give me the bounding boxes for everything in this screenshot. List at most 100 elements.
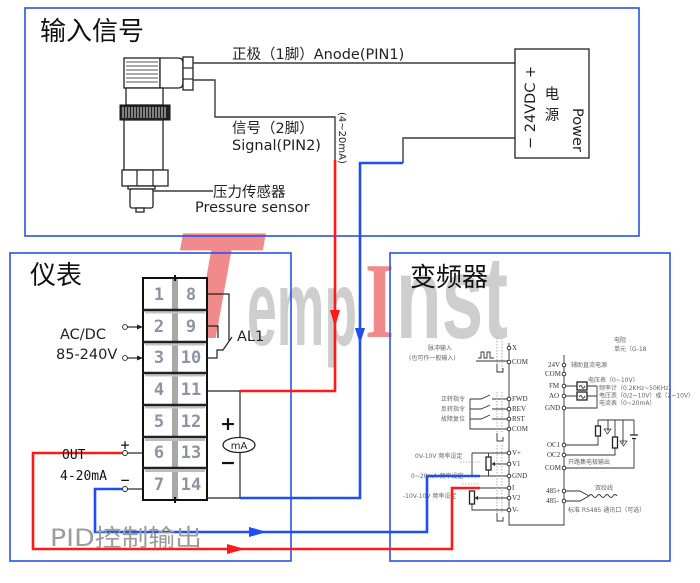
terminal-rev: REV	[512, 405, 526, 413]
vfd-schematic: 脉冲输入 (也可作一般输入) X COM 正转指令 反转指令 故障复位 FWD …	[403, 336, 694, 526]
watermark-letters-emp: emp	[247, 247, 357, 368]
power-negative-wire	[402, 137, 515, 163]
terminal-vminus: V-	[512, 506, 519, 514]
terminal-vplus: V+	[512, 449, 521, 457]
pid-positive-arrow	[227, 544, 245, 554]
watermark-letter-i: I	[365, 242, 394, 361]
fwd-label: 正转指令	[441, 395, 465, 403]
ammeter-unit: mA	[231, 441, 248, 452]
terminal-pulse-com: COM	[512, 358, 529, 366]
power-supply-box	[514, 48, 590, 159]
oc-output-label: 开路集电极输出	[568, 458, 610, 466]
terminal-4: 4	[154, 380, 164, 400]
terminal-24v: 24V	[548, 361, 560, 369]
supply-voltage-label: 85-240V	[56, 347, 117, 363]
power-voltage-label: − 24VDC +	[523, 66, 539, 149]
ammeter-icon	[222, 436, 256, 454]
supply-type-label: AC/DC	[60, 327, 106, 343]
signal-wire	[193, 79, 336, 161]
terminal-ao: AO	[549, 392, 559, 400]
power-name-cn-1: 电	[545, 86, 560, 103]
rs485-label: 标准 RS485 通讯口（可选）	[568, 506, 645, 514]
sensor-name-en: Pressure sensor	[195, 200, 310, 216]
pulse-input-note: (也可作一般输入)	[409, 354, 456, 362]
pulse-waveform-icon	[478, 351, 494, 359]
meter-section	[9, 252, 292, 562]
pulse-input-label: 脉冲输入	[428, 344, 452, 352]
alarm-relay-contacts	[207, 293, 233, 359]
input-plus-sign: +	[220, 413, 236, 435]
meter-note-1: 电压表（0~10V）	[588, 376, 639, 384]
terminal-6: 6	[154, 443, 164, 463]
current-range-label: (4~20mA)	[336, 112, 347, 164]
terminal-485-minus: 485-	[546, 497, 560, 505]
power-name-en: Power	[569, 108, 585, 152]
rev-switch	[470, 404, 509, 410]
terminal-fwd: FWD	[512, 395, 528, 403]
terminal-2: 2	[154, 317, 164, 337]
rst-switch	[470, 414, 509, 420]
braking-unit-note-1: 电阻	[614, 336, 626, 344]
twisted-pair-icon	[566, 490, 618, 502]
terminal-out-gnd: GND	[545, 404, 560, 412]
terminal-v2: V2	[512, 494, 521, 502]
vfd-title: 变频器	[410, 263, 488, 293]
return-arrow-down	[355, 328, 365, 344]
terminal-9: 9	[186, 317, 196, 337]
terminal-aux-com: COM	[545, 370, 562, 378]
output-plus-sign: +	[120, 436, 129, 454]
terminal-gnd: GND	[512, 472, 527, 480]
power-supply: − 24VDC + 电 源 Power	[514, 48, 590, 159]
terminal-5: 5	[154, 412, 164, 432]
terminal-v1: V1	[512, 460, 521, 468]
signal-arrow-down	[330, 310, 340, 327]
rst-label: 故障复位	[441, 415, 465, 423]
terminal-8: 8	[186, 285, 196, 305]
output-range-label: 4-20mA	[60, 469, 107, 484]
terminal-rst: RST	[512, 415, 526, 423]
signal-current-wire	[240, 160, 337, 393]
terminal-13: 13	[181, 443, 201, 463]
terminal-1: 1	[154, 285, 164, 305]
terminal-i: I	[512, 484, 515, 492]
terminal-di-com: COM	[512, 425, 529, 433]
watermark-letters-nst: nst	[396, 232, 508, 364]
anode-label: 正极（1脚）Anode(PIN1)	[232, 46, 404, 63]
fwd-switch	[470, 394, 509, 400]
vfd-section	[389, 252, 671, 562]
rev-label: 反转指令	[441, 405, 465, 413]
aux-power-label: 辅助直流电源	[571, 361, 607, 369]
analog-label-bipolar: -10V-10V 频率设定	[403, 492, 456, 500]
terminal-10: 10	[181, 348, 201, 368]
terminal-fm: FM	[549, 382, 560, 390]
supply-connectors	[122, 324, 143, 361]
battery-icon	[630, 434, 638, 440]
meter-note-4: 电流表（0~20mA）	[599, 399, 655, 407]
output-label: OUT	[62, 448, 86, 463]
meter-note-2: 频率计（0.2KHz~50KHz）	[599, 384, 674, 392]
input-signal-title: 输入信号	[40, 17, 144, 47]
signal-label-cn: 信号（2脚）	[232, 120, 314, 137]
output-minus-sign: −	[120, 471, 129, 489]
terminal-11: 11	[181, 380, 201, 400]
relay-1-icon	[594, 425, 602, 437]
terminal-block: 1 8 2 9 3 10 4 11 5 12 6 13 7 14	[142, 275, 208, 503]
terminal-x: X	[512, 344, 517, 352]
meter-note-3: 电压表（0/2~10V）或（2~10V）	[599, 392, 694, 400]
braking-unit-note-2: 单元（G-18	[614, 345, 647, 353]
sensor-name-cn: 压力传感器	[213, 184, 286, 201]
signal-label-en: Signal(PIN2)	[232, 138, 321, 154]
terminal-12: 12	[181, 412, 201, 432]
alarm-label: AL1	[237, 329, 264, 345]
potentiometer-1-icon	[485, 456, 492, 471]
watermark: T emp I nst	[170, 201, 508, 371]
pid-output-label: PID控制输出	[50, 524, 202, 552]
twisted-pair-label: 双绞线	[595, 484, 613, 492]
analog-label-voltage: 0V-10V 频率设定	[415, 452, 462, 460]
terminal-485-plus: 485+	[546, 487, 561, 495]
terminal-3: 3	[154, 348, 164, 368]
terminal-7: 7	[154, 475, 164, 495]
terminal-oc1: OC1	[547, 441, 561, 449]
relay-2-icon	[611, 436, 619, 449]
